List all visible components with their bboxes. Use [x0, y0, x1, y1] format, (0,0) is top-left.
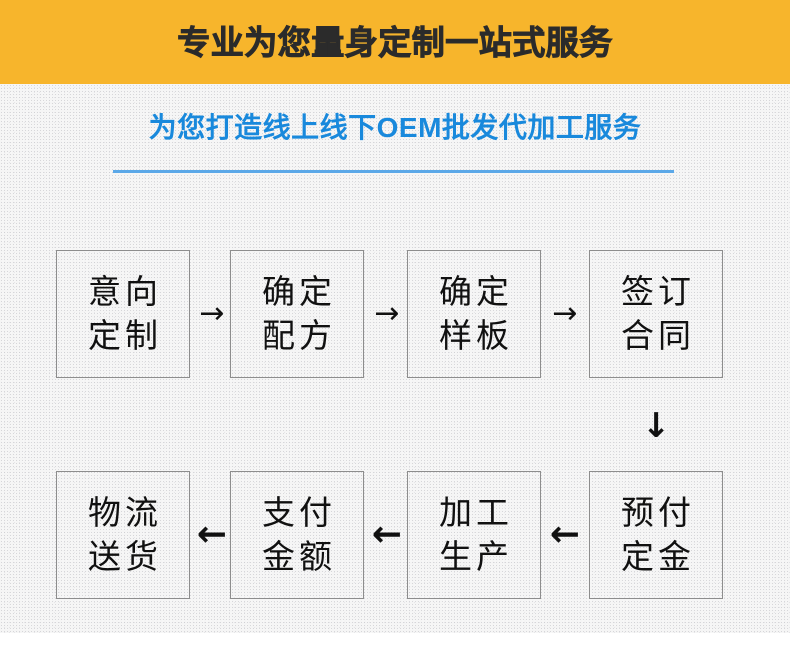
flow-step-line-2: 定金: [621, 538, 695, 575]
flow-step-pay-balance: 支付 金额: [230, 471, 364, 599]
flow-step-line-2: 定制: [88, 317, 162, 354]
flow-step-line-2: 送货: [88, 538, 162, 575]
arrow-right-icon: →: [190, 294, 234, 334]
header-band: 专业为您量身定制一站式服务: [0, 0, 790, 84]
arrow-left-glyph: ←: [371, 514, 403, 555]
arrow-right-glyph: →: [552, 296, 578, 331]
flow-step-line-1: 意向: [88, 273, 162, 311]
arrow-left-glyph: ←: [549, 514, 581, 555]
arrow-down-icon: ↓: [636, 398, 676, 454]
flow-step-line-2: 金额: [262, 538, 336, 575]
flow-step-line-1: 支付: [262, 494, 336, 532]
flow-step-line-1: 确定: [439, 273, 513, 311]
flow-step-logistics-delivery: 物流 送货: [56, 471, 190, 599]
arrow-left-icon: ←: [190, 515, 234, 555]
arrow-right-glyph: →: [374, 296, 400, 331]
arrow-right-icon: →: [365, 294, 409, 334]
arrow-right-glyph: →: [199, 296, 225, 331]
flow-step-confirm-sample: 确定 样板: [407, 250, 541, 378]
flow-step-production: 加工 生产: [407, 471, 541, 599]
arrow-left-icon: ←: [543, 515, 587, 555]
flow-step-line-1: 加工: [439, 494, 513, 532]
flow-step-line-2: 样板: [439, 317, 513, 354]
textured-background: [0, 84, 790, 633]
subtitle-underline: [113, 170, 674, 173]
flow-step-sign-contract: 签订 合同: [589, 250, 723, 378]
arrow-left-icon: ←: [365, 515, 409, 555]
arrow-left-glyph: ←: [196, 514, 228, 555]
arrow-right-icon: →: [543, 294, 587, 334]
flow-step-line-1: 物流: [88, 494, 162, 532]
flow-step-deposit: 预付 定金: [589, 471, 723, 599]
subtitle-block: 为您打造线上线下OEM批发代加工服务: [0, 112, 790, 173]
subtitle-text: 为您打造线上线下OEM批发代加工服务: [148, 112, 642, 143]
flow-step-line-2: 生产: [439, 538, 513, 575]
flow-step-intent-custom: 意向 定制: [56, 250, 190, 378]
flow-step-line-1: 预付: [621, 494, 695, 532]
arrow-down-glyph: ↓: [641, 406, 671, 446]
flow-step-line-2: 合同: [621, 317, 695, 354]
flow-step-line-1: 签订: [621, 273, 695, 311]
flow-step-line-1: 确定: [262, 273, 336, 311]
flow-step-line-2: 配方: [262, 317, 336, 354]
page-title: 专业为您量身定制一站式服务: [177, 23, 613, 61]
flow-step-confirm-formula: 确定 配方: [230, 250, 364, 378]
